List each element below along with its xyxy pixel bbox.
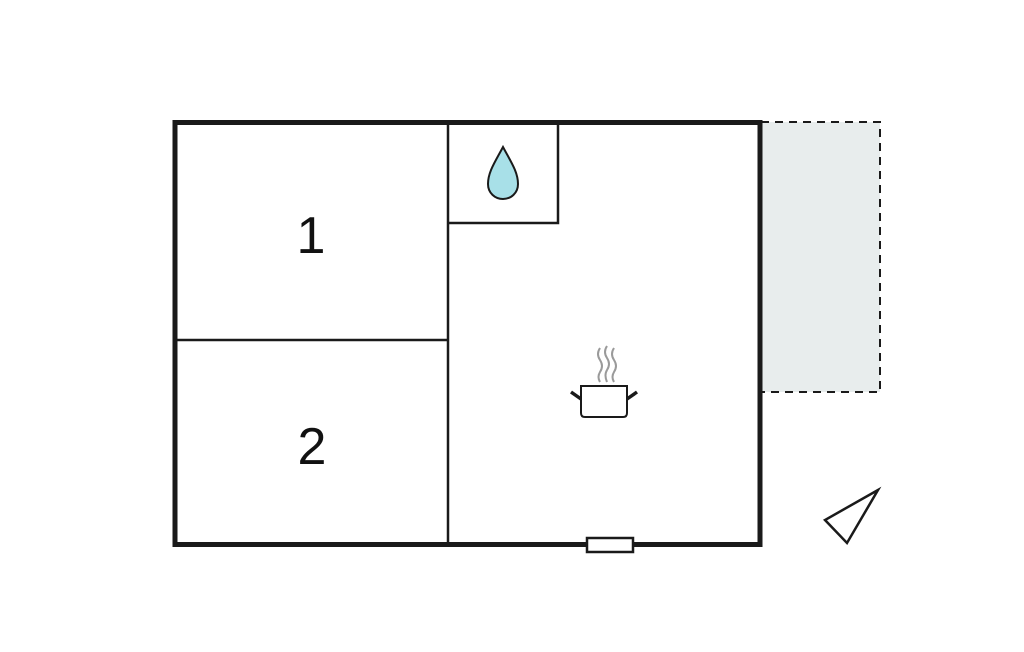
room-label-2: 2 — [298, 418, 327, 476]
steam-line-1 — [597, 347, 603, 383]
water-drop-icon — [486, 144, 520, 201]
exterior-walls — [172, 120, 763, 547]
pot-handle-left — [569, 390, 583, 401]
terrace-outline — [761, 121, 881, 393]
compass-triangle-icon — [822, 486, 882, 546]
pot-handle-right — [625, 390, 639, 401]
terrace-area — [761, 122, 880, 392]
steam-line-2 — [604, 345, 610, 383]
steam-line-3 — [611, 347, 617, 383]
cooking-pot-icon — [569, 345, 639, 418]
room-label-1: 1 — [297, 207, 326, 265]
pot-body — [580, 385, 628, 418]
entrance-door-icon — [585, 536, 635, 554]
bathroom-walls — [448, 123, 560, 225]
